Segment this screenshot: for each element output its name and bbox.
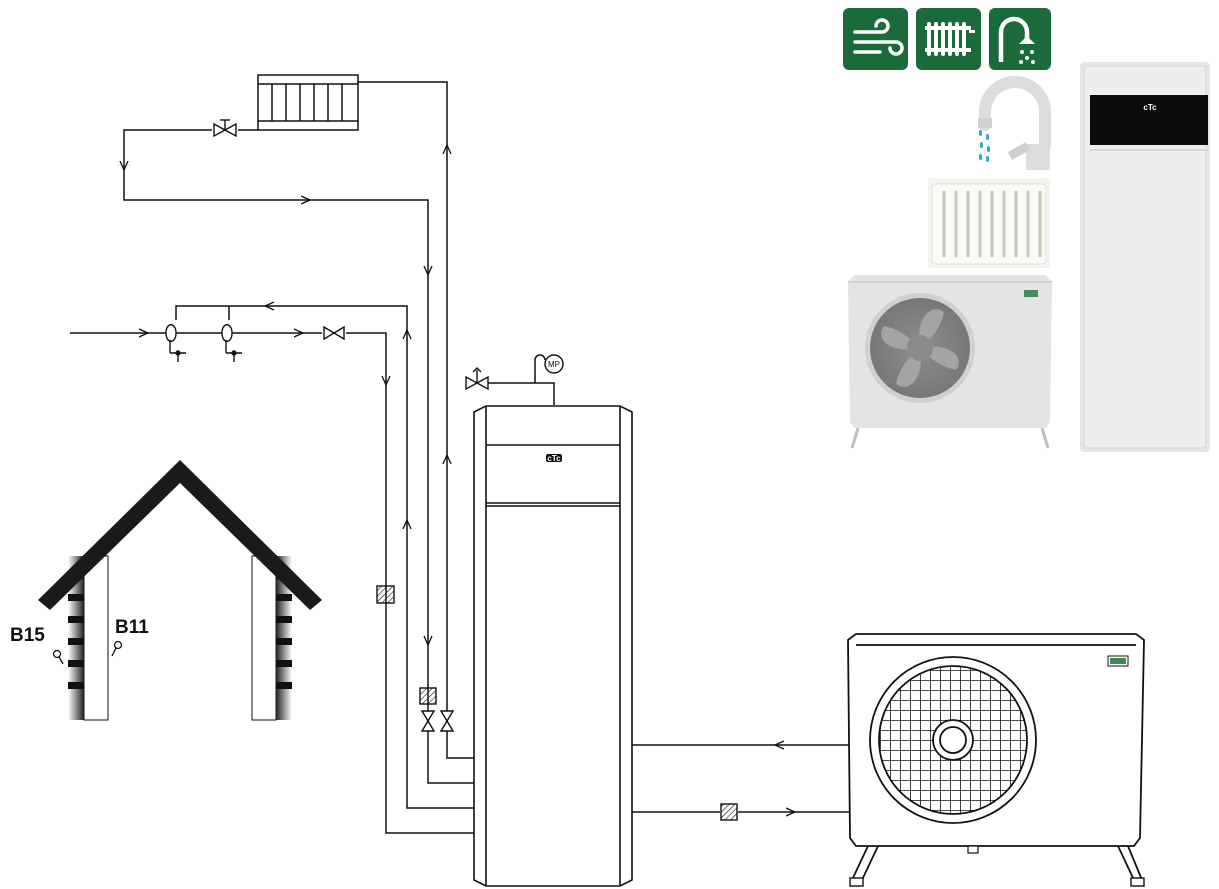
filter-cold-inlet — [376, 585, 395, 604]
radiator-illustration — [928, 178, 1050, 268]
radiator-icon — [916, 8, 981, 70]
ventilation-icon — [843, 8, 908, 70]
outdoor-sensor-b15 — [52, 649, 64, 665]
mixing-valve-1 — [165, 324, 194, 362]
label-b11: B11 — [115, 617, 149, 638]
house-outline — [38, 460, 322, 721]
pipe-network — [70, 81, 850, 834]
flow-arrows — [124, 149, 791, 812]
pressure-gauge: MP — [544, 354, 564, 374]
mixing-valve-2 — [221, 324, 250, 362]
radiator-return-pipe — [358, 81, 474, 759]
outdoor-heat-pump — [847, 633, 1145, 887]
indoor-render-logo: cTc — [1143, 103, 1157, 112]
indoor-unit-logo: cTc — [547, 454, 561, 463]
radiator-flow-pipe — [123, 129, 474, 784]
pressure-gauge-label: MP — [548, 360, 560, 369]
heat-pump-illustration — [848, 275, 1052, 449]
cold-water-inlet-pipe — [70, 332, 474, 834]
tap-water-icon — [989, 8, 1051, 70]
radiator-valve — [213, 119, 237, 138]
radiator-symbol — [257, 74, 359, 131]
safety-valve — [465, 367, 489, 391]
expansion-line — [488, 382, 555, 405]
indoor-unit: cTc — [473, 405, 633, 887]
hot-water-outlet-pipe — [175, 305, 474, 809]
filter-radiator-return — [419, 687, 437, 705]
check-valve-inlet — [323, 325, 345, 341]
label-b15: B15 — [10, 625, 45, 646]
shutoff-valves — [420, 710, 455, 732]
indoor-unit-illustration: cTc — [1080, 62, 1210, 452]
filter-heat-pump — [720, 803, 738, 821]
faucet-illustration — [978, 76, 1051, 170]
room-sensor-b11 — [111, 640, 123, 657]
